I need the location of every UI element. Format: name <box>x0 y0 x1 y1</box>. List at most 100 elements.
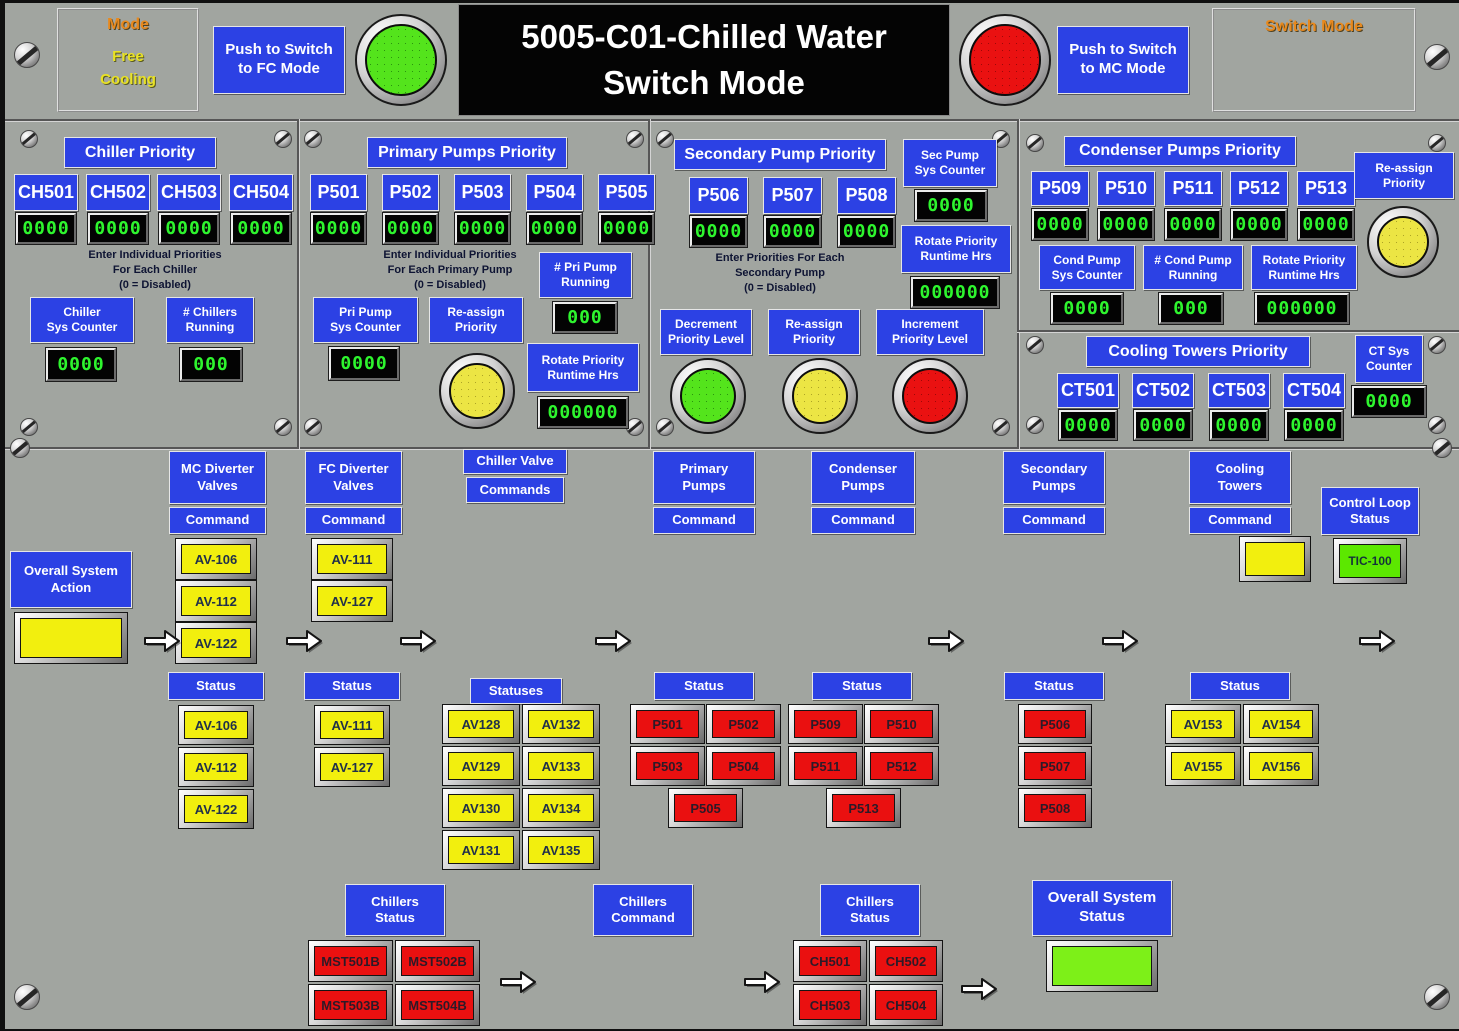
secondary-reassign-lamp-button[interactable] <box>782 358 858 434</box>
priority-input[interactable]: 0000 <box>1031 208 1089 241</box>
priority-input[interactable]: 0000 <box>230 212 292 245</box>
status-button[interactable]: AV134 <box>522 788 600 828</box>
status-button[interactable]: AV130 <box>442 788 520 828</box>
cond-pump-sys-counter-button[interactable]: Cond Pump Sys Counter <box>1039 245 1135 290</box>
status-button[interactable]: P506 <box>1018 704 1092 744</box>
status-button[interactable]: AV129 <box>442 746 520 786</box>
switch-to-fc-button[interactable]: Push to Switch to FC Mode <box>213 26 345 94</box>
status-button[interactable]: AV133 <box>522 746 600 786</box>
pri-pump-running-button[interactable]: # Pri Pump Running <box>539 252 632 298</box>
ct-sys-counter-button[interactable]: CT Sys Counter <box>1355 335 1423 383</box>
status-button[interactable]: P510 <box>864 704 939 744</box>
valve-command-button[interactable]: AV-112 <box>175 580 257 622</box>
status-button[interactable]: P507 <box>1018 746 1092 786</box>
increment-lamp-button[interactable] <box>892 358 968 434</box>
screw-icon <box>1424 44 1450 70</box>
priority-input[interactable]: 0000 <box>382 212 439 245</box>
priority-input[interactable]: 0000 <box>1284 409 1344 441</box>
mc-diverter-command-button[interactable]: Command <box>169 507 266 534</box>
priority-input[interactable]: 0000 <box>1164 208 1222 241</box>
status-button[interactable]: P505 <box>668 788 743 828</box>
status-button[interactable]: MST504B <box>395 984 480 1026</box>
chillers-command-button[interactable]: Chillers Command <box>593 884 693 936</box>
status-button[interactable]: CH504 <box>869 984 943 1026</box>
chiller-valve-commands-button[interactable]: Commands <box>466 477 564 503</box>
priority-input[interactable]: 0000 <box>1230 208 1288 241</box>
pri-pump-sys-counter-button[interactable]: Pri Pump Sys Counter <box>313 297 418 343</box>
cond-pump-running-button[interactable]: # Cond Pump Running <box>1143 245 1243 290</box>
priority-input[interactable]: 0000 <box>1097 208 1155 241</box>
status-button[interactable]: AV-127 <box>314 747 390 787</box>
primary-reassign-lamp-button[interactable] <box>439 353 515 429</box>
valve-command-button[interactable]: AV-127 <box>311 580 393 622</box>
primary-pumps-command-button[interactable]: Command <box>653 507 755 534</box>
status-button[interactable]: P502 <box>706 704 781 744</box>
priority-input[interactable]: 0000 <box>15 212 77 245</box>
status-button[interactable]: AV-112 <box>178 747 254 787</box>
priority-input[interactable]: 0000 <box>763 215 822 248</box>
status-button[interactable]: CH503 <box>793 984 867 1026</box>
status-button[interactable]: AV153 <box>1165 704 1241 744</box>
priority-input[interactable]: 0000 <box>87 212 149 245</box>
valve-command-button[interactable]: AV-111 <box>311 538 393 580</box>
switch-to-mc-button[interactable]: Push to Switch to MC Mode <box>1057 26 1189 94</box>
status-button[interactable]: AV131 <box>442 830 520 870</box>
primary-rotate-button[interactable]: Rotate Priority Runtime Hrs <box>527 343 639 392</box>
primary-reassign-button[interactable]: Re-assign Priority <box>429 297 523 343</box>
decrement-priority-button[interactable]: Decrement Priority Level <box>660 309 752 355</box>
priority-input[interactable]: 0000 <box>837 215 896 248</box>
chillers-running-button[interactable]: # Chillers Running <box>166 297 254 343</box>
status-button[interactable]: AV-122 <box>178 789 254 829</box>
priority-input[interactable]: 0000 <box>454 212 511 245</box>
cooling-towers-command-button[interactable]: Command <box>1189 507 1291 534</box>
primary-note: Enter Individual Priorities For Each Pri… <box>383 249 517 291</box>
status-button[interactable]: P503 <box>630 746 705 786</box>
condenser-pumps-command-button[interactable]: Command <box>811 507 915 534</box>
priority-input[interactable]: 0000 <box>158 212 220 245</box>
priority-input[interactable]: 0000 <box>526 212 583 245</box>
condenser-rotate-button[interactable]: Rotate Priority Runtime Hrs <box>1251 245 1357 290</box>
priority-input[interactable]: 0000 <box>1209 409 1269 441</box>
priority-input[interactable]: 0000 <box>1133 409 1193 441</box>
status-button[interactable]: CH501 <box>793 940 867 982</box>
status-button[interactable]: MST501B <box>308 940 393 982</box>
status-button[interactable]: P511 <box>788 746 863 786</box>
status-button[interactable]: MST503B <box>308 984 393 1026</box>
status-button[interactable]: P508 <box>1018 788 1092 828</box>
valve-command-button[interactable]: AV-106 <box>175 538 257 580</box>
status-button[interactable]: P512 <box>864 746 939 786</box>
valve-command-button[interactable]: AV-122 <box>175 622 257 664</box>
fc-diverter-command-button[interactable]: Command <box>305 507 402 534</box>
status-button[interactable]: AV135 <box>522 830 600 870</box>
status-button[interactable]: P504 <box>706 746 781 786</box>
fc-mode-lamp-button[interactable] <box>355 14 447 106</box>
priority-input[interactable]: 0000 <box>1297 208 1355 241</box>
status-button[interactable]: AV156 <box>1243 746 1319 786</box>
status-button[interactable]: AV154 <box>1243 704 1319 744</box>
priority-input[interactable]: 0000 <box>598 212 655 245</box>
sec-pump-sys-counter-button[interactable]: Sec Pump Sys Counter <box>903 139 997 187</box>
status-button[interactable]: P501 <box>630 704 705 744</box>
status-button[interactable]: P513 <box>826 788 901 828</box>
status-button[interactable]: AV-106 <box>178 705 254 745</box>
secondary-pumps-command-button[interactable]: Command <box>1003 507 1105 534</box>
chiller-sys-counter-button[interactable]: Chiller Sys Counter <box>30 297 134 343</box>
secondary-rotate-button[interactable]: Rotate Priority Runtime Hrs <box>901 225 1011 273</box>
secondary-reassign-button[interactable]: Re-assign Priority <box>768 309 860 355</box>
priority-input[interactable]: 0000 <box>1058 409 1118 441</box>
status-button[interactable]: AV155 <box>1165 746 1241 786</box>
control-loop-status-button[interactable]: TIC-100 <box>1333 538 1407 584</box>
condenser-reassign-lamp-button[interactable] <box>1367 206 1439 278</box>
status-button[interactable]: AV-111 <box>314 705 390 745</box>
decrement-lamp-button[interactable] <box>670 358 746 434</box>
status-button[interactable]: AV132 <box>522 704 600 744</box>
increment-priority-button[interactable]: Increment Priority Level <box>876 309 984 355</box>
status-button[interactable]: CH502 <box>869 940 943 982</box>
priority-input[interactable]: 0000 <box>310 212 367 245</box>
priority-input[interactable]: 0000 <box>689 215 748 248</box>
status-button[interactable]: P509 <box>788 704 863 744</box>
status-button[interactable]: MST502B <box>395 940 480 982</box>
status-button[interactable]: AV128 <box>442 704 520 744</box>
mc-mode-lamp-button[interactable] <box>959 14 1051 106</box>
condenser-reassign-button[interactable]: Re-assign Priority <box>1354 152 1454 199</box>
